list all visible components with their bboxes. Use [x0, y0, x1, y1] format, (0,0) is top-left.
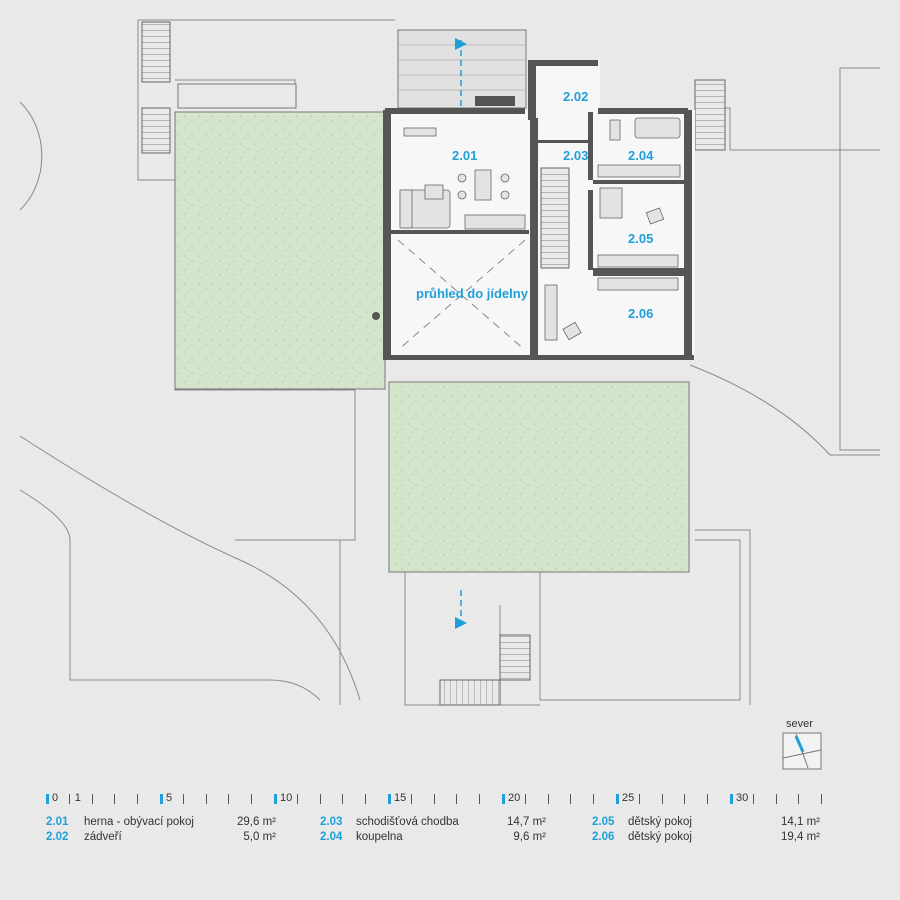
scale-tick — [319, 794, 321, 804]
legend-row: 2.06 dětský pokoj 19,4 m² — [592, 830, 820, 845]
scale-tick — [251, 794, 253, 804]
upper-terrace-strip — [177, 83, 297, 109]
scale-tick — [707, 794, 709, 804]
building — [383, 60, 695, 360]
legend-row: 2.04 koupelna 9,6 m² — [320, 830, 546, 845]
section-marker-north — [455, 38, 467, 110]
scale-tick — [730, 794, 733, 804]
room-label-204: 2.04 — [628, 148, 654, 163]
room-label-202: 2.02 — [563, 89, 588, 104]
exterior-stair-se — [499, 634, 531, 681]
scale-tick — [296, 794, 298, 804]
legend-name: zádveří — [84, 831, 122, 843]
rain-outlet-marker — [372, 312, 380, 320]
scale-tick — [775, 794, 777, 804]
exterior-stair-s — [439, 679, 501, 706]
exterior-stair-nw — [141, 21, 171, 83]
scale-label: 0 — [52, 792, 59, 804]
legend-name: koupelna — [356, 831, 403, 843]
legend-code: 2.03 — [320, 816, 343, 828]
legend-row: 2.03 schodišťová chodba 14,7 m² — [320, 815, 546, 830]
scale-tick — [456, 794, 458, 804]
scale-tick — [616, 794, 619, 804]
legend-area: 5,0 m² — [243, 831, 276, 843]
void-opening — [397, 239, 526, 351]
legend-area: 14,1 m² — [781, 816, 820, 828]
legend-name: dětský pokoj — [628, 816, 692, 828]
legend-row: 2.01 herna - obývací pokoj 29,6 m² — [46, 815, 276, 830]
room-label-201: 2.01 — [452, 148, 477, 163]
legend-area: 19,4 m² — [781, 831, 820, 843]
room-label-203: 2.03 — [563, 148, 588, 163]
legend-col-3: 2.05 dětský pokoj 14,1 m² 2.06 dětský po… — [592, 815, 820, 845]
scale-tick — [798, 794, 800, 804]
scale-tick — [137, 794, 139, 804]
legend-col-1: 2.01 herna - obývací pokoj 29,6 m² 2.02 … — [46, 815, 276, 845]
scale-label: 10 — [280, 792, 293, 804]
scale-tick — [182, 794, 184, 804]
deck-bench — [475, 96, 515, 106]
north-arrow-icon — [782, 732, 822, 770]
section-marker-south — [455, 590, 467, 629]
scale-tick — [661, 794, 663, 804]
scale-tick — [433, 794, 435, 804]
scale-tick — [388, 794, 391, 804]
furniture — [399, 117, 681, 341]
legend-col-2: 2.03 schodišťová chodba 14,7 m² 2.04 kou… — [320, 815, 546, 845]
scale-tick — [479, 794, 481, 804]
scale-tick — [68, 794, 70, 804]
scale-tick — [342, 794, 344, 804]
scale-tick — [410, 794, 412, 804]
scale-tick — [46, 794, 49, 804]
scale-tick — [547, 794, 549, 804]
exterior-stair-w — [141, 107, 171, 154]
scale-tick — [274, 794, 277, 804]
exterior-stair-e — [694, 79, 726, 151]
legend-area: 14,7 m² — [507, 816, 546, 828]
scale-label: 5 — [166, 792, 173, 804]
scale-tick — [228, 794, 230, 804]
legend-code: 2.06 — [592, 831, 615, 843]
scale-tick — [570, 794, 572, 804]
interior-stair — [540, 167, 570, 269]
scale-tick — [502, 794, 505, 804]
legend-code: 2.05 — [592, 816, 615, 828]
scale-label: 15 — [394, 792, 407, 804]
legend-code: 2.01 — [46, 816, 69, 828]
scale-tick — [524, 794, 526, 804]
north-label: sever — [786, 718, 813, 730]
scale-tick — [684, 794, 686, 804]
scale-label: 30 — [736, 792, 749, 804]
legend-name: herna - obývací pokoj — [84, 816, 194, 828]
green-roof-south — [388, 381, 690, 573]
void-label: průhled do jídelny — [416, 286, 529, 301]
room-label-206: 2.06 — [628, 306, 653, 321]
legend-code: 2.04 — [320, 831, 343, 843]
scale-tick — [160, 794, 163, 804]
scale-label: 25 — [622, 792, 635, 804]
legend-area: 9,6 m² — [513, 831, 546, 843]
scale-tick — [365, 794, 367, 804]
legend-row: 2.02 zádveří 5,0 m² — [46, 830, 276, 845]
room-label-205: 2.05 — [628, 231, 653, 246]
green-roof-west — [174, 111, 386, 390]
scale-tick — [821, 794, 823, 804]
legend-area: 29,6 m² — [237, 816, 276, 828]
deck-boards — [398, 44, 526, 91]
legend-name: dětský pokoj — [628, 831, 692, 843]
legend-code: 2.02 — [46, 831, 69, 843]
site-lines — [19, 19, 880, 706]
legend-row: 2.05 dětský pokoj 14,1 m² — [592, 815, 820, 830]
scale-tick — [114, 794, 116, 804]
scale-tick — [91, 794, 93, 804]
scale-label: 1 — [74, 792, 81, 804]
scale-label: 20 — [508, 792, 521, 804]
legend-name: schodišťová chodba — [356, 816, 459, 828]
scale-tick — [205, 794, 207, 804]
scale-tick — [752, 794, 754, 804]
scale-tick — [593, 794, 595, 804]
scale-tick — [638, 794, 640, 804]
